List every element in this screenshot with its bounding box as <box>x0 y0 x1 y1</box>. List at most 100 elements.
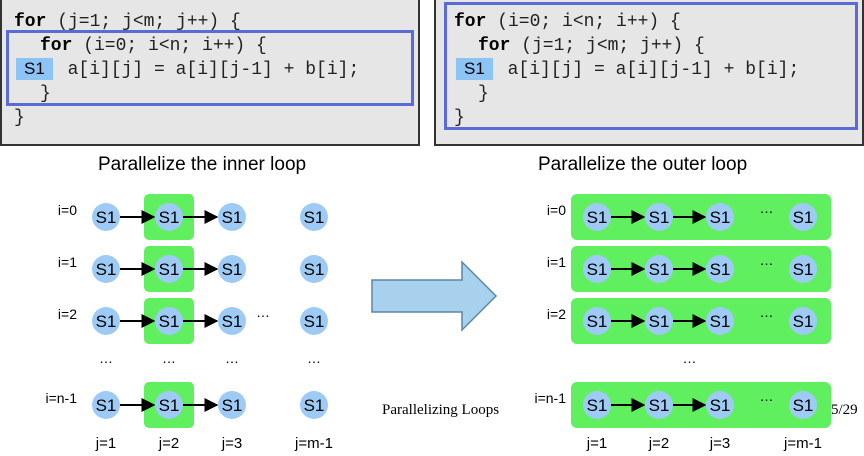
statement-label: S1 <box>793 260 814 279</box>
statement-node <box>583 203 611 231</box>
row-label: i=0 <box>58 202 77 218</box>
statement-label: S1 <box>649 260 670 279</box>
column-label: j=3 <box>709 435 730 452</box>
statement-label: S1 <box>159 312 180 331</box>
column-ellipsis: … <box>256 304 270 320</box>
s1-tag: S1 <box>16 58 53 80</box>
column-label: j=m-1 <box>294 435 333 452</box>
code-text: (j=1; j<m; j++) { <box>46 12 241 32</box>
statement-label: S1 <box>793 396 814 415</box>
keyword-for: for <box>478 36 511 56</box>
statement-label: S1 <box>222 208 243 227</box>
row-ellipsis: … <box>99 350 113 366</box>
code-box-inner-loop: for (j=1; j<m; j++) { for (i=0; i<n; i++… <box>0 0 420 146</box>
statement-node <box>706 255 734 283</box>
statement-node <box>155 307 183 335</box>
statement-node <box>706 203 734 231</box>
statement-node <box>218 203 246 231</box>
code-line: } <box>454 106 465 130</box>
statement-label: S1 <box>587 312 608 331</box>
code-text: a[i][j] = a[i][j-1] + b[i]; <box>496 60 800 80</box>
keyword-for: for <box>40 36 73 56</box>
inner-diagram-title: Parallelize the inner loop <box>98 154 307 175</box>
code-text: (i=0; i<n; i++) { <box>72 36 267 56</box>
statement-label: S1 <box>159 396 180 415</box>
statement-label: S1 <box>649 208 670 227</box>
outer-loop-highlight <box>444 2 858 130</box>
column-ellipsis: … <box>760 200 774 216</box>
statement-label: S1 <box>710 260 731 279</box>
transform-arrow <box>371 260 498 332</box>
column-label: j=3 <box>221 435 242 452</box>
statement-label: S1 <box>793 208 814 227</box>
statement-node <box>92 203 120 231</box>
row-label: i=1 <box>547 254 566 270</box>
statement-node <box>155 255 183 283</box>
code-line: for (j=1; j<m; j++) { <box>478 34 705 58</box>
statement-label: S1 <box>304 260 325 279</box>
statement-label: S1 <box>96 312 117 331</box>
row-label: i=2 <box>547 306 566 322</box>
statement-label: S1 <box>222 312 243 331</box>
code-line: for (i=0; i<n; i++) { <box>454 10 681 34</box>
code-box-outer-loop: for (i=0; i<n; i++) { for (j=1; j<m; j++… <box>434 0 864 146</box>
code-line: for (j=1; j<m; j++) { <box>14 10 241 34</box>
statement-label: S1 <box>159 208 180 227</box>
statement-label: S1 <box>304 312 325 331</box>
column-ellipsis: … <box>760 388 774 404</box>
statement-label: S1 <box>793 312 814 331</box>
code-line: S1 a[i][j] = a[i][j-1] + b[i]; <box>16 58 359 82</box>
row-ellipsis: … <box>225 350 239 366</box>
column-label: j=m-1 <box>783 435 822 452</box>
statement-node <box>300 307 328 335</box>
row-ellipsis: … <box>683 350 697 366</box>
statement-node <box>583 391 611 419</box>
column-label: j=2 <box>158 435 179 452</box>
statement-node <box>300 255 328 283</box>
statement-node <box>789 391 817 419</box>
keyword-for: for <box>14 12 47 32</box>
statement-node <box>218 307 246 335</box>
column-label: j=1 <box>586 435 607 452</box>
code-text: (i=0; i<n; i++) { <box>486 12 681 32</box>
statement-node <box>789 255 817 283</box>
statement-label: S1 <box>304 208 325 227</box>
statement-node <box>706 391 734 419</box>
statement-node <box>789 203 817 231</box>
statement-label: S1 <box>587 396 608 415</box>
statement-node <box>155 203 183 231</box>
code-line: } <box>14 106 25 130</box>
statement-label: S1 <box>587 208 608 227</box>
statement-label: S1 <box>649 312 670 331</box>
code-line: } <box>40 82 51 106</box>
statement-node <box>92 391 120 419</box>
statement-label: S1 <box>710 396 731 415</box>
statement-node <box>155 391 183 419</box>
statement-label: S1 <box>304 396 325 415</box>
row-label: i=1 <box>58 254 77 270</box>
row-label: i=2 <box>58 306 77 322</box>
code-text: } <box>40 84 51 104</box>
outer-diagram-title: Parallelize the outer loop <box>538 154 748 175</box>
statement-label: S1 <box>587 260 608 279</box>
column-ellipsis: … <box>760 304 774 320</box>
code-text: (j=1; j<m; j++) { <box>510 36 705 56</box>
statement-node <box>218 391 246 419</box>
code-line: for (i=0; i<n; i++) { <box>40 34 267 58</box>
row-label: i=n-1 <box>45 390 77 406</box>
statement-label: S1 <box>96 208 117 227</box>
statement-node <box>92 255 120 283</box>
code-line: S1 a[i][j] = a[i][j-1] + b[i]; <box>456 58 799 82</box>
code-text: } <box>14 108 25 128</box>
page-number: 5/29 <box>831 402 858 418</box>
statement-node <box>645 203 673 231</box>
statement-label: S1 <box>96 396 117 415</box>
statement-node <box>789 307 817 335</box>
statement-label: S1 <box>96 260 117 279</box>
statement-node <box>645 255 673 283</box>
statement-label: S1 <box>159 260 180 279</box>
slide-title: Parallelizing Loops <box>382 402 500 418</box>
statement-label: S1 <box>649 396 670 415</box>
inner-loop-highlight <box>6 30 414 106</box>
